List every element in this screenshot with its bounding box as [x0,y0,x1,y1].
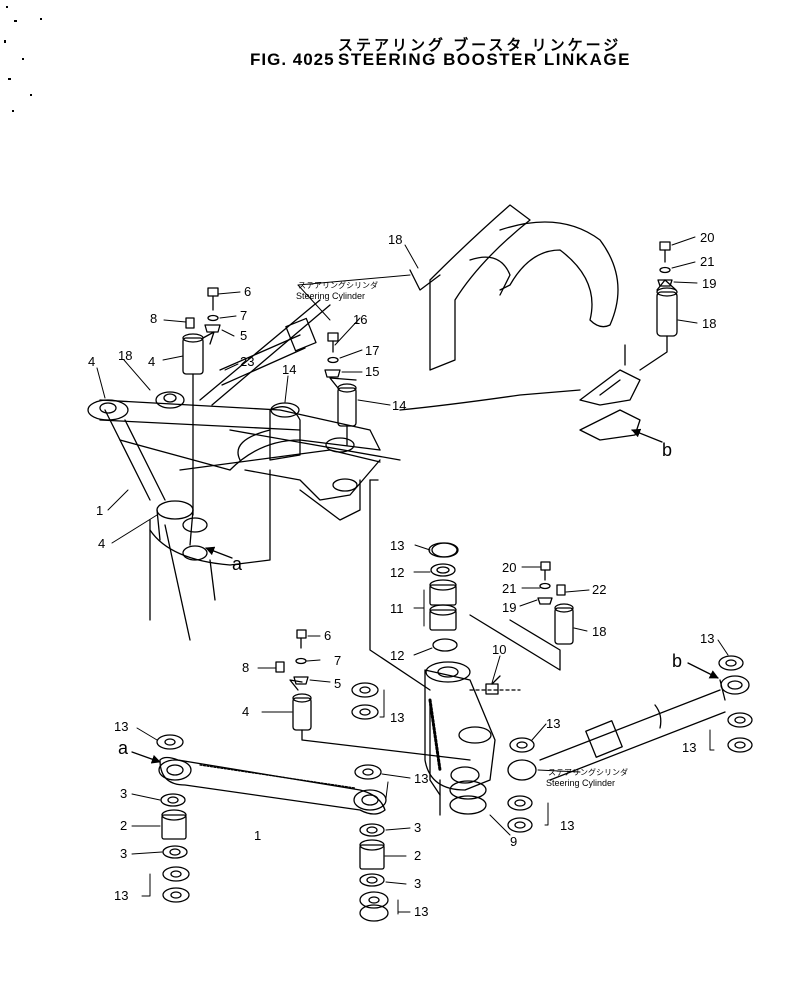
part-label: 5 [334,676,341,691]
part-label: 13 [390,538,404,553]
view-label-a: a [232,554,243,574]
part-label: 21 [502,581,516,596]
view-label-a: a [118,738,129,758]
part-label: 18 [702,316,716,331]
view-label-b: b [662,440,672,460]
part-label: 5 [240,328,247,343]
view-arrow-b-upper [631,428,663,443]
part-label: 13 [114,888,128,903]
part-label: 4 [88,354,95,369]
part-label: 13 [414,771,428,786]
part-label: 18 [118,348,132,363]
part-label: 19 [502,600,516,615]
part-label: 3 [414,820,421,835]
lower-fasteners [275,561,574,761]
part-label: 13 [682,740,696,755]
upper-cylinder-label-en: Steering Cylinder [296,291,365,301]
part-label: 14 [282,362,296,377]
part-label: 2 [120,818,127,833]
view-arrow-b-lower [687,662,719,679]
part-label: 6 [324,628,331,643]
part-label: 11 [390,601,404,616]
part-label: 13 [700,631,714,646]
part-label: 13 [546,716,560,731]
scan-noise [4,6,42,112]
lower-cylinder-label-en: Steering Cylinder [546,778,615,788]
lower-cylinder [507,655,753,833]
part-label: 3 [120,786,127,801]
part-label: 13 [560,818,574,833]
view-arrow-a-lower [131,751,161,764]
center-column [369,479,561,816]
part-label: 20 [700,230,714,245]
part-label: 20 [502,560,516,575]
part-label: 13 [414,904,428,919]
part-label: 17 [365,343,379,358]
part-label: 12 [390,648,404,663]
view-label-b: b [672,651,682,671]
part-label: 13 [390,710,404,725]
part-label: 15 [365,364,379,379]
part-label: 4 [242,704,249,719]
title-japanese: ステアリング ブースタ リンケージ [338,37,622,54]
part-label: 9 [510,834,517,849]
part-labels: 6 7 5 8 4 23 18 4 14 1 4 16 17 15 14 18 … [88,230,716,919]
figure-number: FIG. 4025 [250,50,335,69]
part-label: 8 [242,660,249,675]
part-label: 8 [150,311,157,326]
part-label: 18 [592,624,606,639]
frame-assembly [87,204,678,641]
part-label: 14 [392,398,406,413]
part-label: 4 [148,354,155,369]
part-label: 2 [414,848,421,863]
part-label: 16 [353,312,367,327]
part-label: 1 [96,503,103,518]
part-label: 23 [240,354,254,369]
part-label: 3 [120,846,127,861]
leader-lines [96,236,729,915]
part-label: 3 [414,876,421,891]
part-label: 7 [240,308,247,323]
part-label: 13 [114,719,128,734]
part-label: 21 [700,254,714,269]
part-label: 7 [334,653,341,668]
part-label: 10 [492,642,506,657]
lower-cylinder-label-jp: ステアリングシリンダ [548,767,628,777]
upper-fasteners [185,241,673,378]
part-label: 1 [254,828,261,843]
upper-cylinder-label-jp: ステアリングシリンダ [298,280,378,290]
view-arrow-a-upper [205,546,233,559]
part-label: 6 [244,284,251,299]
part-label: 18 [388,232,402,247]
lower-link [156,542,459,922]
title-english: STEERING BOOSTER LINKAGE [338,50,631,69]
part-label: 19 [702,276,716,291]
part-label: 12 [390,565,404,580]
part-label: 22 [592,582,606,597]
part-label: 4 [98,536,105,551]
